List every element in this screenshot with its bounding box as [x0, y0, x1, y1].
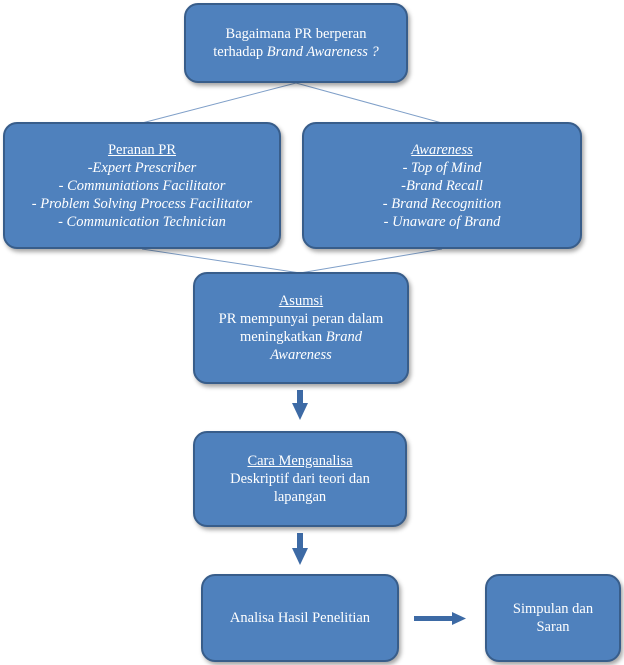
cara-heading: Cara Menganalisa: [247, 453, 353, 469]
peranan-item: -Expert Prescriber: [87, 159, 197, 176]
arrow-down-1: [292, 390, 308, 420]
analisa-label: Analisa Hasil Penelitian: [229, 610, 371, 626]
asumsi-line-2: meningkatkan Brand: [240, 328, 362, 346]
simpulan-saran-box: Simpulan dan Saran: [485, 574, 621, 662]
question-line-1: Bagaimana PR berperan: [225, 26, 367, 42]
question-line-2: terhadap Brand Awareness ?: [213, 43, 379, 61]
awareness-item: -Brand Recall: [401, 177, 483, 194]
awareness-heading: Awareness: [411, 141, 473, 158]
analisa-hasil-box: Analisa Hasil Penelitian: [201, 574, 399, 662]
awareness-box: Awareness - Top of Mind -Brand Recall - …: [302, 122, 582, 249]
peranan-item: - Problem Solving Process Facilitator: [31, 195, 253, 212]
connector-peranan-asumsi: [141, 248, 301, 274]
asumsi-prefix: meningkatkan: [239, 329, 326, 345]
peranan-pr-box: Peranan PR -Expert Prescriber - Communia…: [3, 122, 281, 249]
awareness-item: - Unaware of Brand: [383, 213, 501, 230]
arrow-down-2: [292, 533, 308, 565]
asumsi-box: Asumsi PR mempunyai peran dalam meningka…: [193, 272, 409, 384]
cara-line-2: lapangan: [273, 489, 327, 505]
cara-menganalisa-box: Cara Menganalisa Deskriptif dari teori d…: [193, 431, 407, 527]
peranan-item: - Communiations Facilitator: [58, 177, 226, 194]
cara-line-1: Deskriptif dari teori dan: [230, 471, 370, 487]
arrow-right: [414, 612, 466, 625]
connector-question-peranan: [141, 82, 297, 124]
simpulan-line-2: Saran: [536, 619, 570, 635]
awareness-item: - Top of Mind: [402, 159, 482, 176]
asumsi-heading: Asumsi: [278, 293, 324, 309]
peranan-item: - Communication Technician: [58, 213, 226, 230]
question-box: Bagaimana PR berperan terhadap Brand Awa…: [184, 3, 408, 83]
awareness-item: - Brand Recognition: [382, 195, 502, 212]
simpulan-line-1: Simpulan dan: [512, 601, 594, 617]
asumsi-brand: Brand: [325, 329, 363, 345]
asumsi-line-1: PR mempunyai peran dalam: [218, 311, 384, 327]
connector-question-awareness: [295, 82, 443, 124]
asumsi-line-3: Awareness: [270, 347, 332, 363]
question-brand-awareness: Brand Awareness ?: [266, 44, 379, 60]
connector-awareness-asumsi: [299, 248, 443, 274]
question-prefix: terhadap: [213, 44, 267, 60]
peranan-heading: Peranan PR: [107, 141, 177, 158]
